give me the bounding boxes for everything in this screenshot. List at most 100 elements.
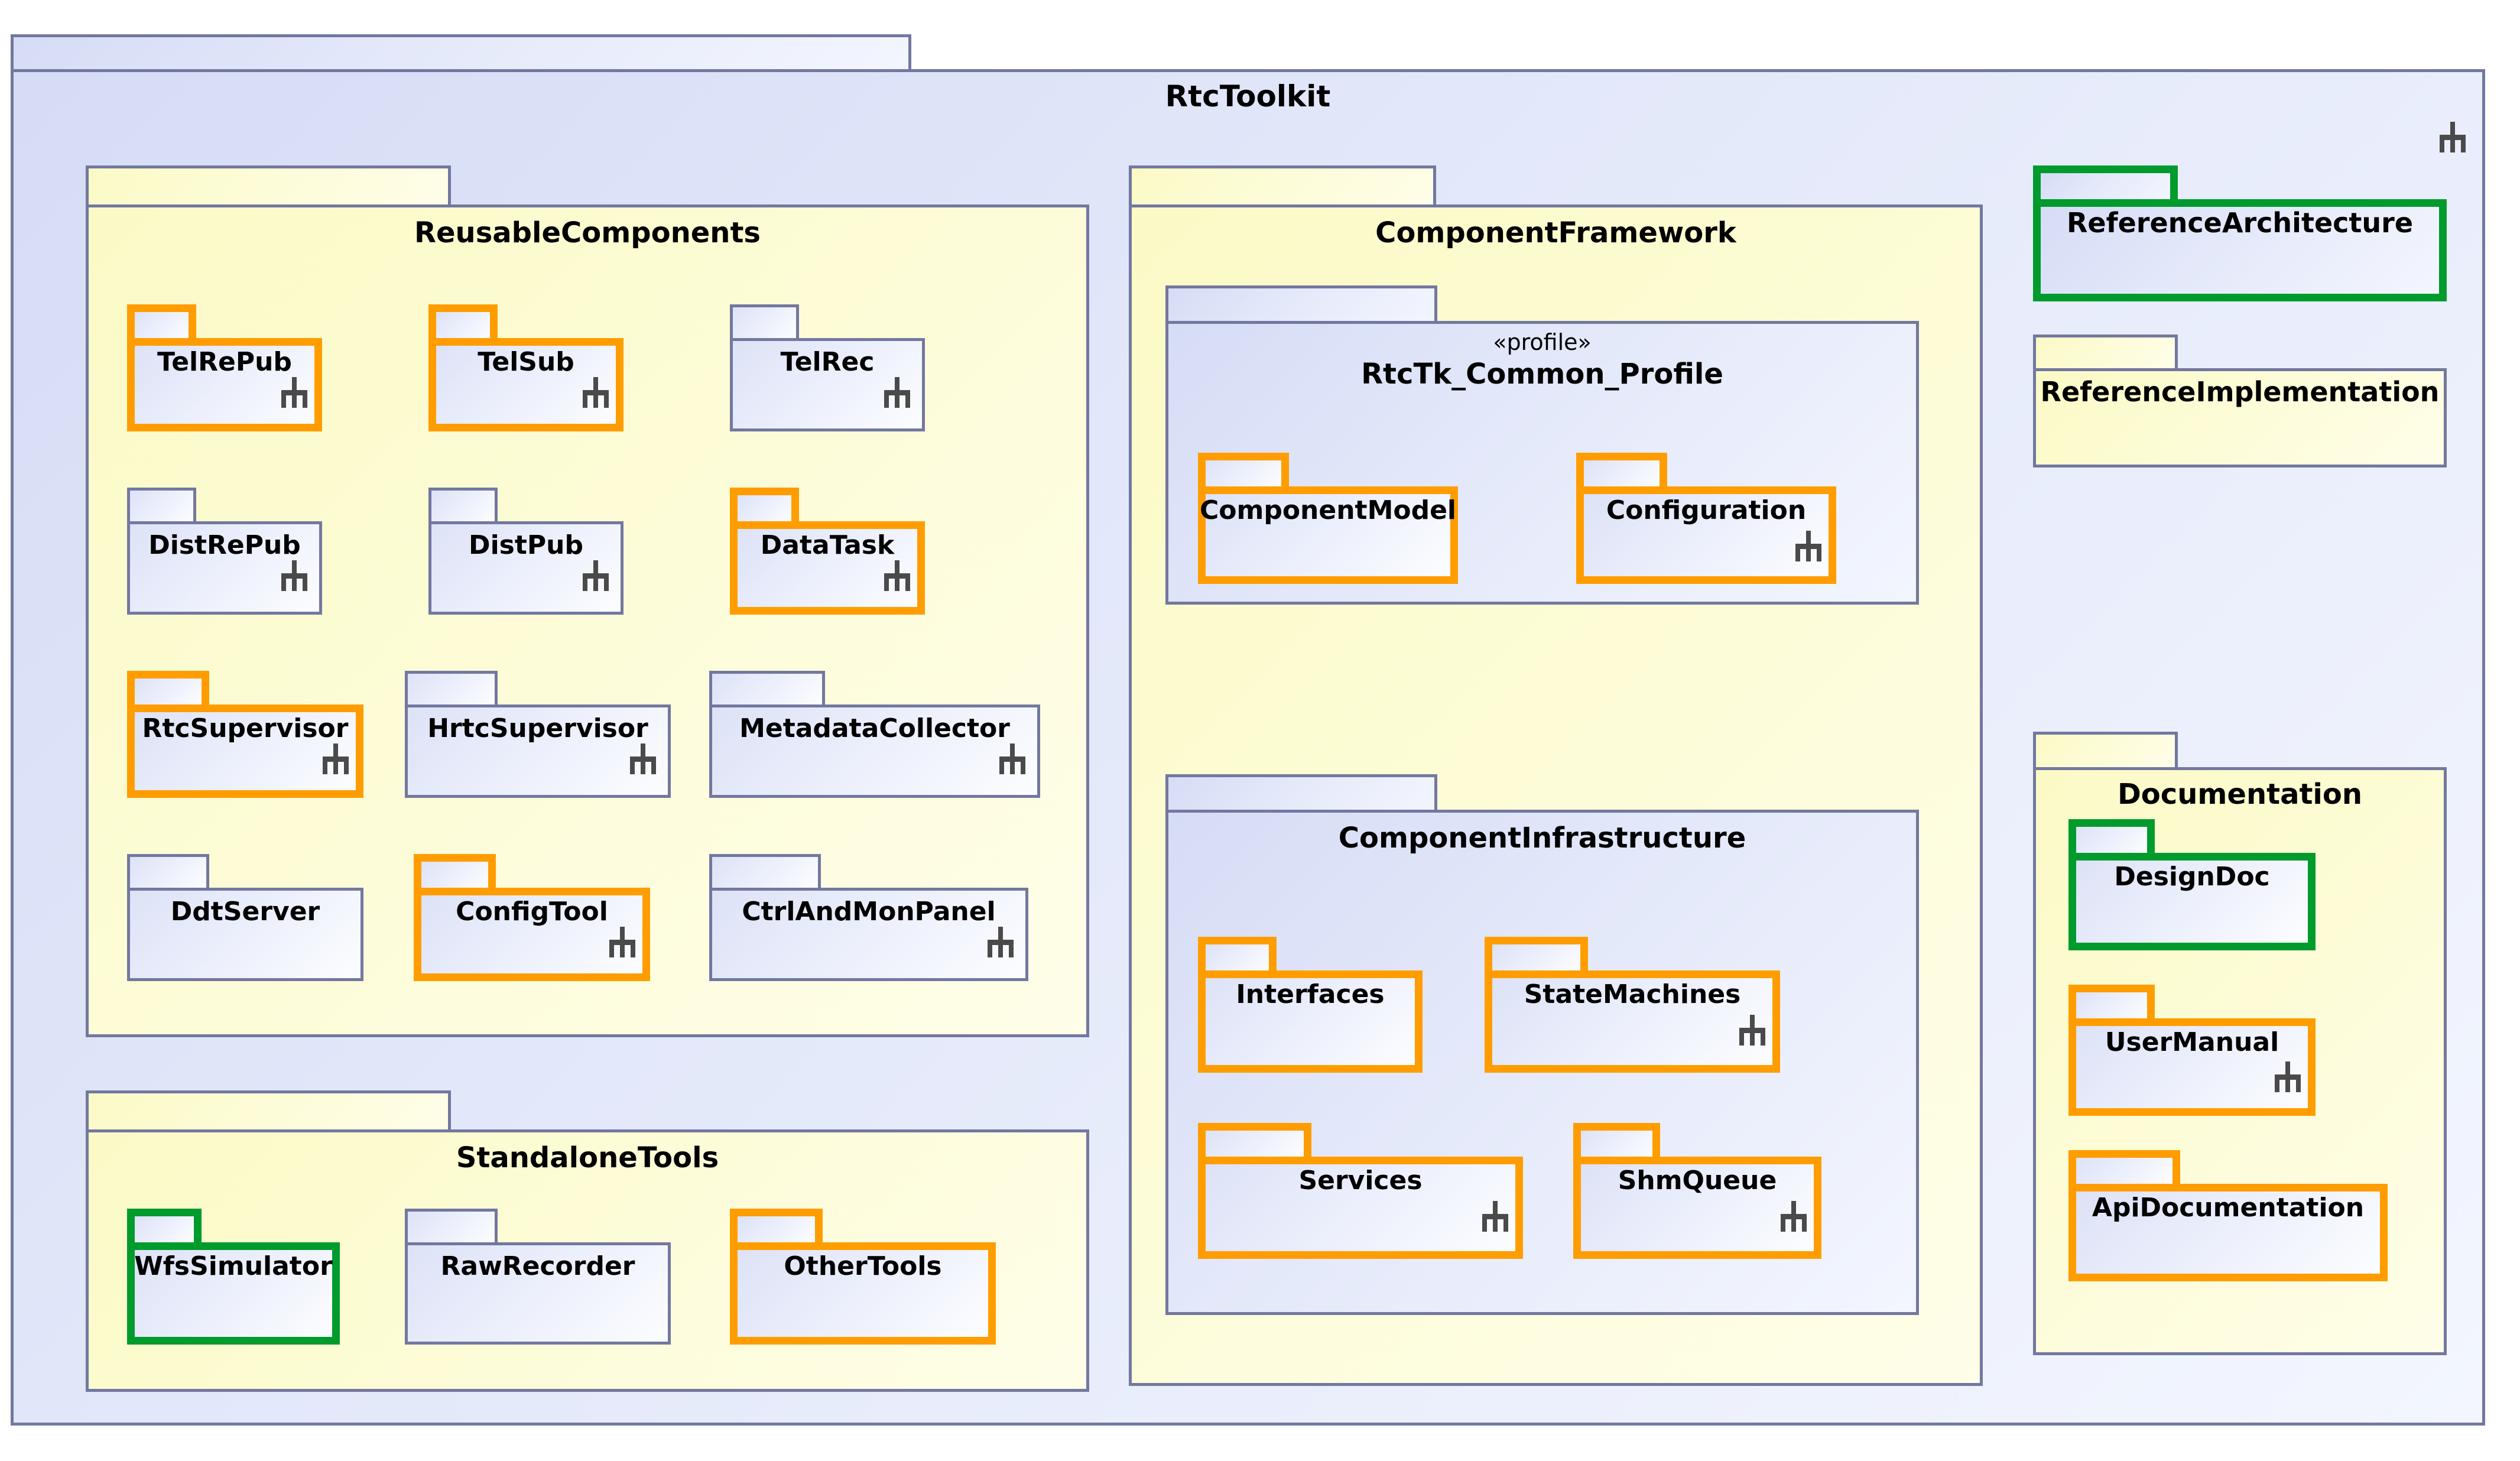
package-body <box>127 1242 340 1345</box>
package-referencearchitecture[interactable]: ReferenceArchitecture <box>2033 165 2455 310</box>
package-tab <box>127 1209 202 1242</box>
hierarchy-icon <box>1795 531 1822 561</box>
package-tab <box>1129 165 1436 204</box>
package-services[interactable]: Services <box>1198 1123 1530 1266</box>
package-label: ConfigTool <box>456 897 608 927</box>
package-componentmodel[interactable]: ComponentModel <box>1198 453 1465 591</box>
package-componentframework[interactable]: ComponentFramework «profile» RtcTk_Commo… <box>1129 165 1991 1394</box>
package-rawrecorder[interactable]: RawRecorder <box>405 1209 678 1352</box>
hierarchy-icon <box>629 744 657 774</box>
package-othertools[interactable]: OtherTools <box>730 1209 1003 1352</box>
package-body <box>1576 486 1836 584</box>
hierarchy-icon <box>2274 1061 2301 1092</box>
package-title-rtctoolkit: RtcToolkit <box>1165 79 1331 113</box>
package-distrepub[interactable]: DistRePub <box>127 488 329 622</box>
package-tab <box>11 34 911 69</box>
package-tab <box>730 488 799 521</box>
package-interfaces[interactable]: Interfaces <box>1198 937 1430 1080</box>
package-tab <box>709 671 825 704</box>
package-tab <box>405 671 498 704</box>
package-metadatacollector[interactable]: MetadataCollector <box>709 671 1047 805</box>
package-body <box>1198 486 1458 584</box>
package-usermanual[interactable]: UserManual <box>2068 985 2323 1123</box>
hierarchy-icon <box>281 560 308 591</box>
hierarchy-icon <box>999 744 1026 774</box>
hierarchy-icon <box>2439 122 2466 152</box>
package-hrtcsupervisor[interactable]: HrtcSupervisor <box>405 671 678 805</box>
package-tab <box>1485 937 1588 970</box>
package-title-documentation: Documentation <box>2117 778 2363 811</box>
package-datatask[interactable]: DataTask <box>730 488 932 622</box>
package-rtcsupervisor[interactable]: RtcSupervisor <box>127 671 371 805</box>
package-label: Interfaces <box>1236 979 1385 1009</box>
package-rtctk-common-profile[interactable]: «profile» RtcTk_Common_Profile Component… <box>1165 285 1927 613</box>
drop-shadow <box>20 1426 2495 1435</box>
package-tab <box>428 304 498 338</box>
package-tab <box>1573 1123 1660 1157</box>
package-label: ComponentModel <box>1199 495 1457 525</box>
hierarchy-icon <box>322 744 349 774</box>
hierarchy-icon <box>884 560 911 591</box>
package-body <box>127 338 322 431</box>
package-tab <box>86 165 451 204</box>
package-distpub[interactable]: DistPub <box>428 488 631 622</box>
hierarchy-icon <box>1482 1201 1509 1232</box>
package-wfssimulator[interactable]: WfsSimulator <box>127 1209 347 1352</box>
package-label: OtherTools <box>784 1251 942 1281</box>
package-body <box>1198 970 1423 1073</box>
package-tab <box>2033 335 2178 368</box>
package-label: ApiDocumentation <box>2092 1193 2365 1223</box>
package-body <box>428 521 623 615</box>
package-tab <box>127 304 196 338</box>
package-tab <box>414 854 496 888</box>
package-label: TelRec <box>780 347 875 377</box>
package-body <box>414 888 650 981</box>
package-body <box>405 704 671 798</box>
package-tab <box>1198 937 1277 970</box>
package-tab <box>1198 453 1289 486</box>
package-label: Services <box>1298 1165 1423 1196</box>
package-tab <box>428 488 498 521</box>
package-label: RtcSupervisor <box>142 713 349 744</box>
package-body <box>127 521 322 615</box>
package-configtool[interactable]: ConfigTool <box>414 854 657 988</box>
package-reusablecomponents[interactable]: ReusableComponents TelRePub TelSub <box>86 165 1097 1046</box>
package-stereotype: «profile» <box>1493 329 1592 355</box>
package-designdoc[interactable]: DesignDoc <box>2068 819 2323 957</box>
package-telsub[interactable]: TelSub <box>428 304 631 439</box>
package-telrec[interactable]: TelRec <box>730 304 932 439</box>
package-tab <box>405 1209 498 1242</box>
package-title-componentinfrastructure: ComponentInfrastructure <box>1338 822 1746 855</box>
drop-shadow <box>2485 69 2495 1435</box>
package-apidocumentation[interactable]: ApiDocumentation <box>2068 1150 2395 1288</box>
package-body <box>2033 199 2447 301</box>
package-statemachines[interactable]: StateMachines <box>1485 937 1787 1080</box>
package-tab <box>2033 732 2178 767</box>
package-tab <box>127 671 209 704</box>
package-tab <box>2068 1150 2180 1184</box>
package-label: DdtServer <box>170 897 320 927</box>
package-body <box>2068 1018 2316 1116</box>
package-tab <box>127 488 196 521</box>
package-configuration[interactable]: Configuration <box>1576 453 1843 591</box>
package-standalonetools[interactable]: StandaloneTools WfsSimulator RawRecorder… <box>86 1090 1097 1400</box>
hierarchy-icon <box>582 377 609 408</box>
package-referenceimplementation[interactable]: ReferenceImplementation <box>2033 335 2455 476</box>
package-ctrlandmonpanel[interactable]: CtrlAndMonPanel <box>709 854 1035 988</box>
package-label: TelSub <box>478 347 574 377</box>
package-telrepub[interactable]: TelRePub <box>127 304 329 439</box>
package-label: UserManual <box>2105 1027 2279 1057</box>
package-ddtserver[interactable]: DdtServer <box>127 854 371 988</box>
hierarchy-icon <box>884 377 911 408</box>
package-rtctoolkit[interactable]: RtcToolkit ReusableComponents TelRePub <box>11 34 2495 1435</box>
hierarchy-icon <box>1739 1015 1766 1046</box>
package-shmqueue[interactable]: ShmQueue <box>1573 1123 1829 1266</box>
package-tab <box>730 1209 823 1242</box>
hierarchy-icon <box>987 927 1014 957</box>
hierarchy-icon <box>609 927 636 957</box>
package-label: WfsSimulator <box>134 1251 333 1281</box>
package-body <box>1485 970 1780 1073</box>
package-componentinfrastructure[interactable]: ComponentInfrastructure Interfaces State… <box>1165 774 1927 1323</box>
package-label: DistPub <box>469 530 583 560</box>
package-documentation[interactable]: Documentation DesignDoc UserManual ApiDo… <box>2033 732 2455 1363</box>
